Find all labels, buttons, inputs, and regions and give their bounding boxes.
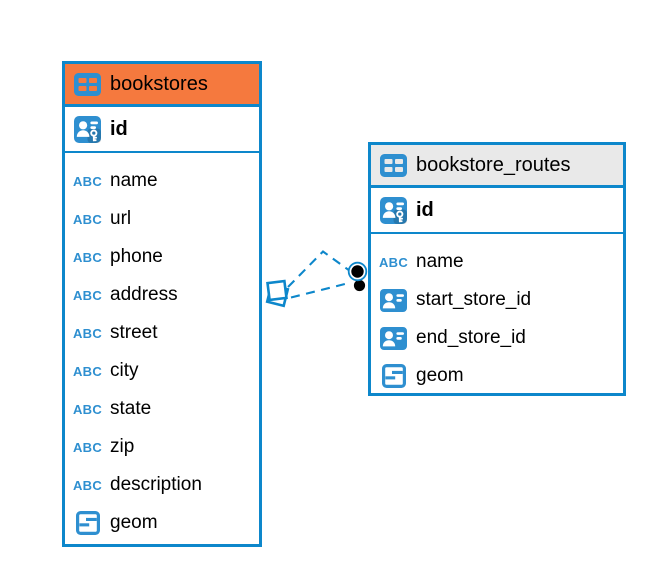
column-row-phone[interactable]: ABC phone: [65, 238, 259, 276]
table-title: bookstore_routes: [416, 153, 571, 176]
column-row-name[interactable]: ABC name: [371, 243, 623, 281]
text-column-icon: ABC: [72, 173, 103, 189]
column-row-end_store_id[interactable]: end_store_id: [371, 319, 623, 357]
column-name: description: [110, 474, 202, 495]
column-row-description[interactable]: ABC description: [65, 466, 259, 504]
table-title: bookstores: [110, 72, 208, 95]
text-column-icon: ABC: [72, 477, 103, 493]
table-header[interactable]: bookstore_routes: [371, 145, 623, 188]
text-column-icon: ABC: [72, 325, 103, 341]
table-icon: [74, 72, 101, 96]
text-column-icon: ABC: [378, 254, 409, 270]
column-row-start_store_id[interactable]: start_store_id: [371, 281, 623, 319]
relationship-line-upper[interactable]: [287, 250, 351, 288]
column-name: id: [416, 198, 434, 221]
column-row-geom[interactable]: geom: [371, 357, 623, 393]
text-column-icon: ABC: [72, 211, 103, 227]
column-row-state[interactable]: ABC state: [65, 390, 259, 428]
table-header[interactable]: bookstores: [65, 64, 259, 107]
column-name: url: [110, 208, 132, 229]
geometry-column-icon: [380, 364, 407, 388]
column-row-geom[interactable]: geom: [65, 504, 259, 542]
column-name: geom: [416, 365, 464, 386]
foreign-key-icon: [380, 288, 407, 312]
column-row-id[interactable]: id: [65, 107, 259, 153]
column-name: end_store_id: [416, 327, 526, 348]
text-column-icon: ABC: [72, 439, 103, 455]
column-name: start_store_id: [416, 289, 532, 310]
geometry-column-icon: [74, 511, 101, 535]
primary-key-icon: [380, 196, 407, 224]
table-icon: [380, 153, 407, 177]
column-name: city: [110, 360, 139, 381]
column-row-address[interactable]: ABC address: [65, 276, 259, 314]
text-column-icon: ABC: [72, 401, 103, 417]
column-row-zip[interactable]: ABC zip: [65, 428, 259, 466]
relationship-line-lower[interactable]: [290, 282, 348, 299]
column-row-id[interactable]: id: [371, 188, 623, 234]
column-name: street: [110, 322, 158, 343]
column-name: state: [110, 398, 152, 419]
column-name: phone: [110, 246, 163, 267]
column-name: zip: [110, 436, 135, 457]
column-row-city[interactable]: ABC city: [65, 352, 259, 390]
text-column-icon: ABC: [72, 287, 103, 303]
primary-key-icon: [74, 115, 101, 143]
column-name: address: [110, 284, 178, 305]
relation-source-squares-icon[interactable]: [265, 279, 290, 308]
foreign-key-icon: [380, 326, 407, 350]
column-name: geom: [110, 512, 158, 533]
column-row-name[interactable]: ABC name: [65, 162, 259, 200]
text-column-icon: ABC: [72, 363, 103, 379]
relation-target-dots-icon[interactable]: [347, 261, 368, 293]
text-column-icon: ABC: [72, 249, 103, 265]
column-name: name: [110, 170, 158, 191]
column-name: id: [110, 117, 128, 140]
column-name: name: [416, 251, 464, 272]
column-row-street[interactable]: ABC street: [65, 314, 259, 352]
column-row-url[interactable]: ABC url: [65, 200, 259, 238]
